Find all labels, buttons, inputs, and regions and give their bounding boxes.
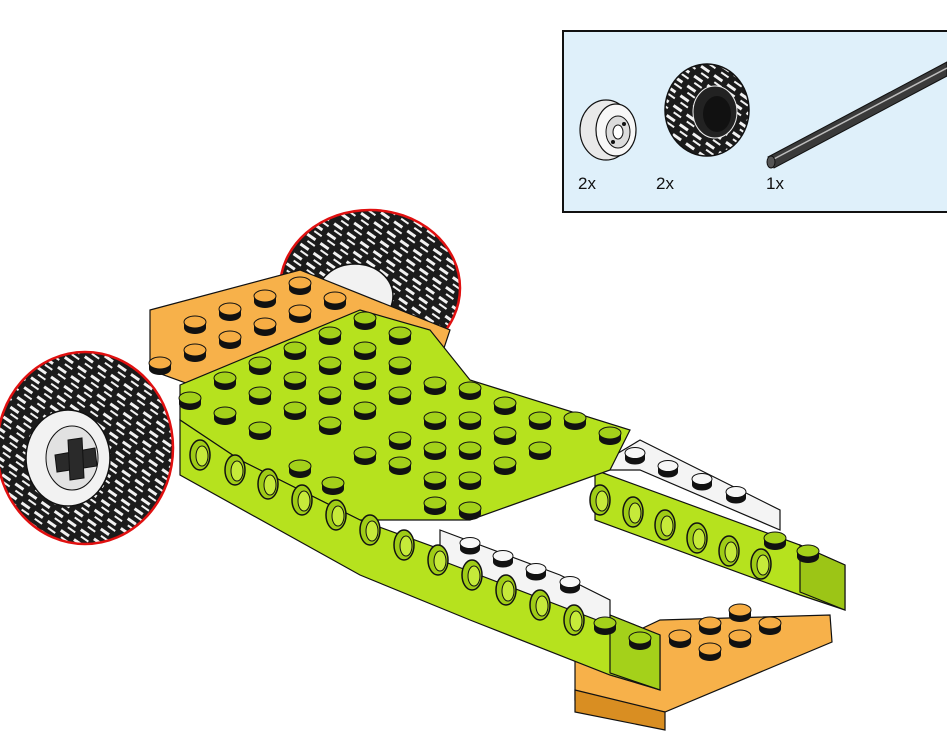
tire-icon xyxy=(664,63,750,157)
axle-icon xyxy=(766,61,947,169)
axle-quantity: 1x xyxy=(766,174,784,193)
tire-quantity: 2x xyxy=(656,174,674,193)
hub-quantity: 2x xyxy=(578,174,596,193)
hub-icon xyxy=(579,99,637,161)
front-wheel-icon xyxy=(0,350,175,546)
parts-callout: 2x 2x 1x xyxy=(562,30,947,213)
chassis-model xyxy=(0,208,846,731)
